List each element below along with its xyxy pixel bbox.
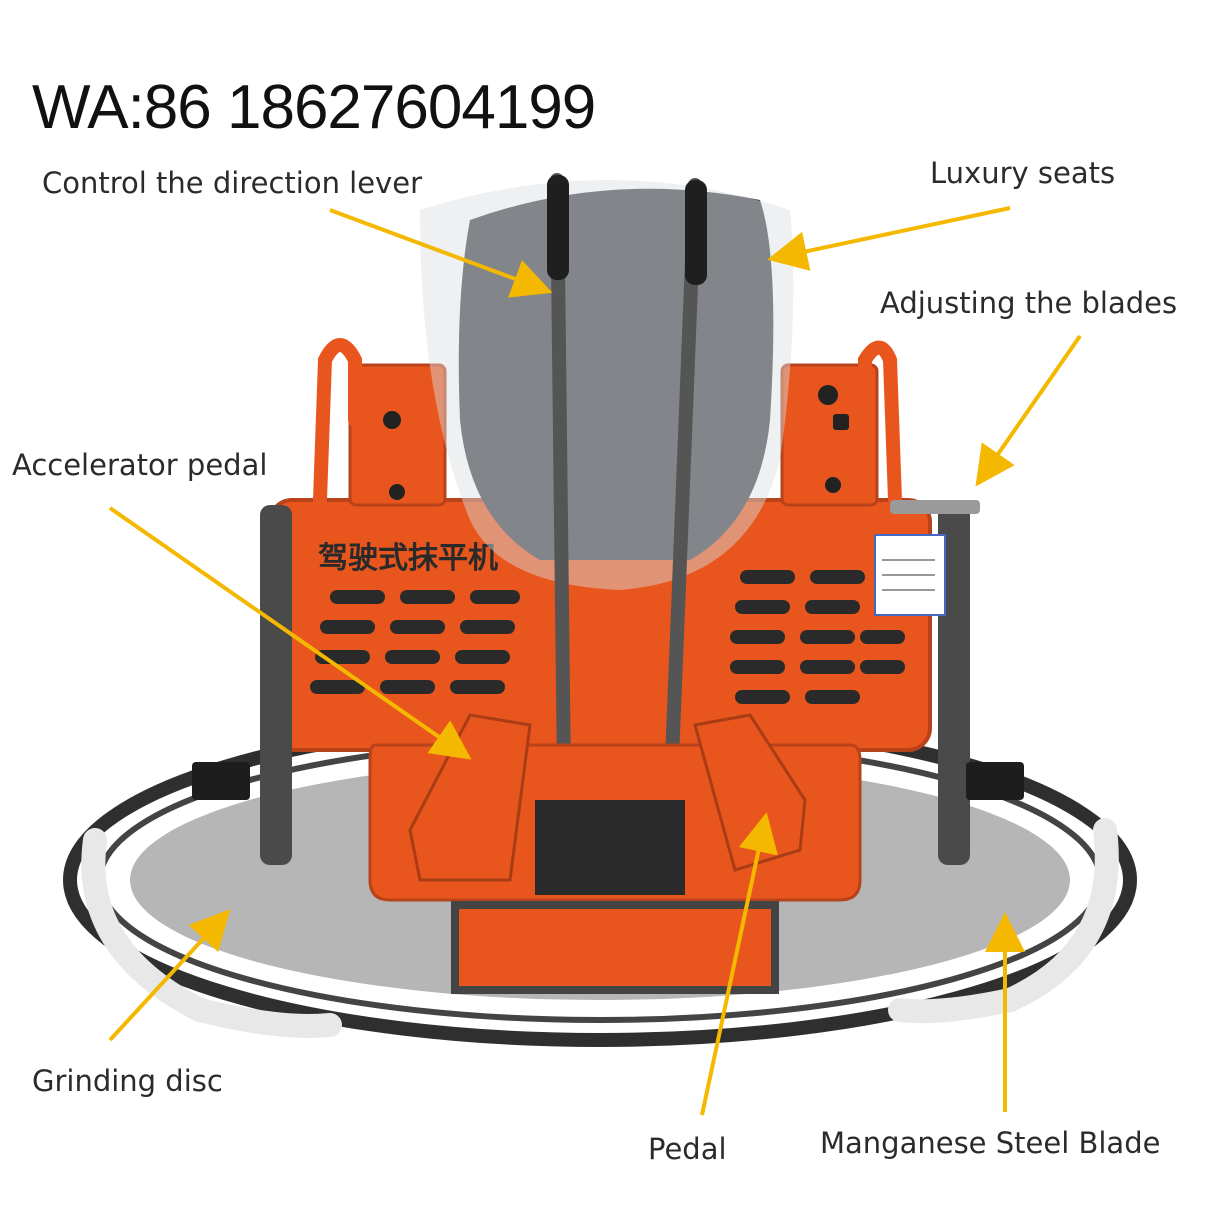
ring-foam-wrap [81, 818, 1119, 1038]
arrow-accelerator-pedal [108, 506, 472, 760]
label-pedal: Pedal [648, 1132, 727, 1166]
label-manganese-steel-blade: Manganese Steel Blade [820, 1126, 1161, 1160]
arrow-luxury-seats [767, 206, 1011, 271]
machine-body: 驾驶式抹平机 [268, 498, 932, 752]
arrow-adjusting-blades [975, 334, 1082, 487]
arrow-pedal [700, 812, 778, 1116]
side-control-boxes [348, 363, 879, 507]
panel-title-text: 驾驶式抹平机 [318, 541, 498, 576]
arrow-direction-lever [329, 208, 553, 298]
arrow-grinding-disc [108, 909, 231, 1042]
roll-bars [313, 338, 902, 507]
label-accelerator-pedal: Accelerator pedal [12, 448, 268, 482]
info-tag [874, 534, 946, 616]
operator-seat [420, 180, 794, 590]
work-lights [192, 762, 1024, 800]
label-luxury-seats: Luxury seats [930, 156, 1116, 190]
label-grinding-disc: Grinding disc [32, 1064, 223, 1098]
label-adjusting-blades: Adjusting the blades [880, 286, 1178, 320]
label-direction-lever: Control the direction lever [42, 166, 422, 200]
callout-arrows [108, 206, 1082, 1116]
whatsapp-contact: WA:86 18627604199 [32, 73, 596, 142]
